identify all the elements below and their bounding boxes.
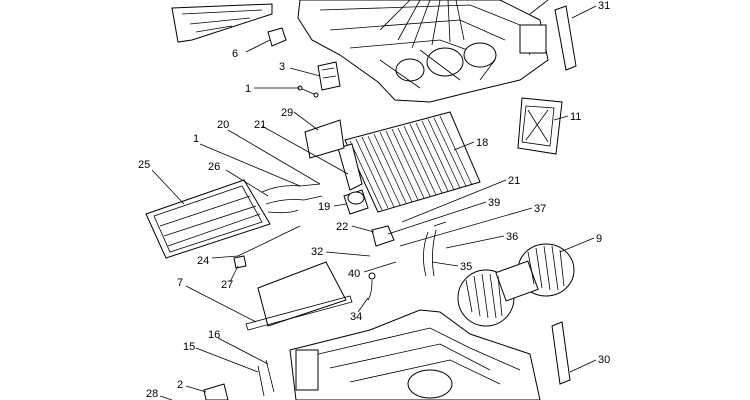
callout-label: 15 [183,341,195,353]
callout-label: 19 [318,201,330,213]
leader-lines [151,0,597,400]
parts-15-16 [257,359,275,397]
heater-core-25 [145,179,271,259]
callout-label: 34 [350,311,362,323]
callout-label: 31 [598,0,610,12]
seal-29 [304,119,345,159]
callout-label: 16 [208,329,220,341]
evaporator-core-18 [337,111,481,213]
callout-label: 18 [476,137,488,149]
callout-label: 30 [598,354,610,366]
bracket-31 [554,5,577,71]
callout-label: 20 [217,119,229,131]
callout-label: 35 [460,261,472,273]
pipe-24 [237,225,301,257]
callout-label: 6 [232,48,238,60]
pipes-20-26 [261,183,323,214]
callout-label: 2 [177,379,183,391]
top-left-filter-door [171,3,273,43]
tube-34 [367,272,376,301]
bracket-30 [551,321,571,385]
callout-label: 28 [146,388,158,400]
clip-6 [267,27,287,47]
callout-label: 24 [197,255,209,267]
callout-label: 40 [348,268,360,280]
door-7 [245,261,353,331]
callout-label: 11 [570,111,581,123]
callout-label: 3 [279,61,285,73]
callout-label: 29 [281,107,293,119]
callout-label: 26 [208,161,220,173]
callout-label: 22 [336,221,348,233]
callout-label: 7 [177,277,183,289]
callout-label: 1 [245,83,251,95]
lower-case-housing [289,309,541,400]
filter-11 [517,97,563,155]
callout-label: 21 [508,175,520,187]
callout-labels: 31 6 3 1 29 11 21 20 1 18 25 26 21 19 39… [138,0,610,400]
upper-case-housing [297,0,549,103]
bracket-22 [371,225,395,247]
callout-label: 1 [193,133,199,145]
drain-hoses-35-36 [423,221,447,277]
blower-motor-9 [457,243,575,327]
callout-label: 36 [506,231,518,243]
screws-1-top [297,85,319,98]
callout-label: 25 [138,159,150,171]
callout-label: 21 [254,119,266,131]
expansion-valve-19 [343,189,369,215]
motor-2 [203,383,229,400]
clip-27 [233,255,247,269]
callout-label: 27 [221,279,233,291]
actuator-3 [317,61,341,91]
callout-label: 39 [488,197,500,209]
callout-label: 9 [596,233,602,245]
callout-label: 32 [311,246,323,258]
callout-label: 37 [534,203,546,215]
